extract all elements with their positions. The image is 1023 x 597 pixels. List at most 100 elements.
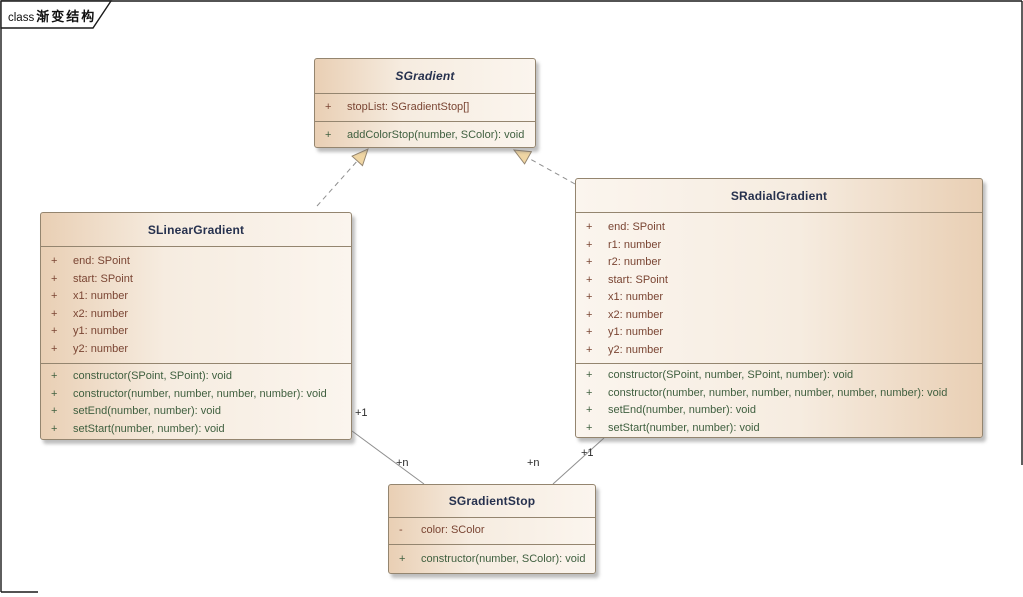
realization-sradialgradient-sgradient[interactable] — [512, 149, 576, 185]
visibility-sign: + — [51, 290, 58, 302]
realization-arrowhead-icon — [512, 149, 533, 165]
method-row[interactable]: + constructor(SPoint, number, SPoint, num… — [576, 367, 982, 385]
visibility-sign: + — [586, 421, 593, 434]
attribute-row[interactable]: + r2: number — [576, 254, 982, 272]
multiplicity-label: +1 — [581, 447, 594, 459]
class-sradialgradient[interactable]: SRadialGradient +end: SPoint+r1: number+… — [575, 178, 983, 438]
visibility-sign: + — [51, 370, 58, 382]
member-text: constructor(number, number, number, numb… — [73, 387, 327, 400]
attribute-row[interactable]: + y1: number — [576, 324, 982, 342]
member-text: start: SPoint — [73, 272, 133, 285]
visibility-sign: + — [325, 101, 332, 113]
visibility-sign: + — [586, 273, 593, 286]
attribute-row[interactable]: + start: SPoint — [41, 271, 351, 289]
member-text: constructor(number, SColor): void — [421, 553, 586, 565]
attributes-compartment: - color: SColor — [389, 517, 595, 544]
member-text: constructor(number, number, number, numb… — [608, 386, 948, 399]
visibility-sign: + — [586, 386, 593, 399]
attribute-row[interactable]: + end: SPoint — [41, 253, 351, 271]
visibility-sign: + — [51, 272, 58, 285]
member-text: x1: number — [73, 290, 129, 302]
method-row[interactable]: + constructor(number, SColor): void — [389, 551, 595, 569]
visibility-sign: + — [51, 255, 58, 267]
visibility-sign: + — [51, 307, 58, 320]
attribute-row[interactable]: +r1: number — [576, 237, 982, 255]
method-row[interactable]: + constructor(SPoint, SPoint): void — [41, 368, 351, 386]
methods-compartment: + addColorStop(number, SColor): void — [315, 121, 535, 149]
attributes-compartment: + stopList: SGradientStop[] — [315, 93, 535, 121]
member-text: end: SPoint — [608, 221, 665, 233]
attribute-row[interactable]: + start: SPoint — [576, 272, 982, 290]
method-row[interactable]: + setEnd(number, number): void — [576, 402, 982, 420]
member-text: setStart(number, number): void — [608, 421, 760, 434]
visibility-sign: + — [586, 238, 593, 251]
visibility-sign: + — [586, 326, 593, 338]
member-text: setEnd(number, number): void — [608, 404, 756, 416]
attribute-row[interactable]: + y2: number — [41, 341, 351, 359]
member-text: x2: number — [73, 307, 129, 320]
visibility-sign: + — [51, 325, 58, 337]
realization-arrowhead-icon — [351, 148, 369, 167]
member-text: setEnd(number, number): void — [73, 405, 221, 417]
class-sgradient[interactable]: SGradient + stopList: SGradientStop[] + ad… — [314, 58, 536, 148]
class-sgradientstop[interactable]: SGradientStop - color: SColor + constructo… — [388, 484, 596, 574]
attribute-row[interactable]: + y1: number — [41, 323, 351, 341]
methods-compartment: + constructor(SPoint, number, SPoint, num… — [576, 363, 982, 439]
visibility-sign: + — [51, 387, 58, 400]
class-title: SGradientStop — [448, 494, 536, 508]
member-text: y2: number — [73, 342, 129, 355]
attribute-row[interactable]: +y2: number — [576, 342, 982, 360]
visibility-sign: + — [586, 369, 593, 381]
multiplicity-label: +n — [527, 457, 540, 469]
member-text: x2: number — [608, 308, 664, 321]
member-text: constructor(SPoint, SPoint): void — [73, 370, 232, 382]
attribute-row[interactable]: + stopList: SGradientStop[] — [315, 99, 535, 117]
multiplicity-label: +1 — [355, 407, 368, 419]
attribute-row[interactable]: +x1: number — [576, 289, 982, 307]
multiplicity-label: +n — [396, 457, 409, 469]
attribute-row[interactable]: - color: SColor — [389, 522, 595, 540]
attribute-row[interactable]: +x2: number — [576, 307, 982, 325]
visibility-sign: + — [325, 129, 332, 141]
frame-title: 渐变结构 — [36, 10, 97, 25]
member-text: color: SColor — [421, 524, 485, 536]
member-text: setStart(number, number): void — [73, 422, 225, 435]
visibility-sign: - — [399, 524, 403, 536]
member-text: y1: number — [73, 325, 129, 337]
method-row[interactable]: +setEnd(number, number): void — [41, 403, 351, 421]
member-text: y1: number — [608, 326, 664, 338]
class-title: SLinearGradient — [147, 222, 245, 237]
visibility-sign: + — [586, 256, 593, 268]
attribute-row[interactable]: + x2: number — [41, 306, 351, 324]
attribute-row[interactable]: + x1: number — [41, 288, 351, 306]
member-text: addColorStop(number, SColor): void — [347, 129, 525, 141]
member-text: start: SPoint — [608, 273, 668, 286]
method-row[interactable]: + constructor(number, number, number, num… — [576, 385, 982, 403]
visibility-sign: + — [586, 291, 593, 303]
attributes-compartment: + end: SPoint + start: SPoint + x1: number + x2… — [41, 246, 351, 363]
method-row[interactable]: + constructor(number, number, number, num… — [41, 386, 351, 404]
member-text: end: SPoint — [73, 255, 130, 267]
class-title: SGradient — [395, 69, 455, 83]
attribute-row[interactable]: + end: SPoint — [576, 219, 982, 237]
visibility-sign: + — [586, 404, 593, 416]
method-row[interactable]: + setStart(number, number): void — [576, 420, 982, 438]
method-row[interactable]: + addColorStop(number, SColor): void — [315, 127, 535, 145]
visibility-sign: + — [586, 343, 593, 356]
visibility-sign: + — [51, 342, 58, 355]
visibility-sign: + — [399, 553, 406, 565]
visibility-sign: + — [586, 221, 593, 233]
class-slineargradient[interactable]: SLinearGradient + end: SPoint + start: SPoi… — [40, 212, 352, 440]
attributes-compartment: +end: SPoint+r1: number+r2: number+start… — [576, 212, 982, 363]
member-text: r2: number — [608, 256, 662, 268]
member-text: stopList: SGradientStop[] — [347, 101, 470, 113]
realization-slineargradient-sgradient[interactable] — [316, 148, 369, 207]
methods-compartment: + constructor(number, SColor): void — [389, 544, 595, 575]
method-row[interactable]: +setStart(number, number): void — [41, 421, 351, 439]
association-sradialgradient-sgradientstop[interactable] — [552, 437, 605, 485]
member-text: constructor(SPoint, number, SPoint, numb… — [608, 369, 854, 381]
association-slineargradient-sgradientstop[interactable] — [351, 430, 425, 485]
